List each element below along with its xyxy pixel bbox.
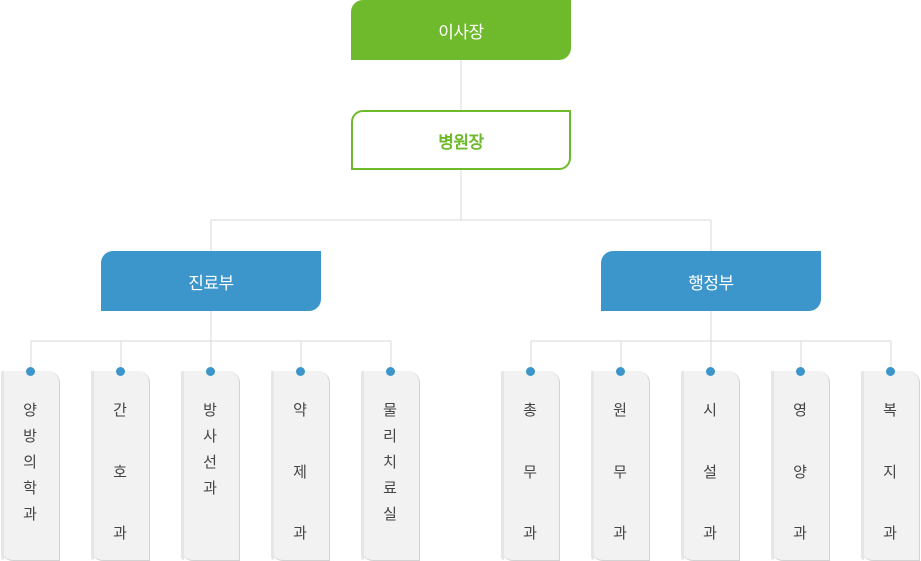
connector-dot xyxy=(616,367,625,376)
unit-label-char: 지 xyxy=(883,462,897,481)
chairman-label: 이사장 xyxy=(438,22,484,43)
unit-label-char: 사 xyxy=(203,427,217,445)
unit-label-char: 무 xyxy=(523,462,537,481)
unit-label-char: 양 xyxy=(23,401,37,419)
unit-label-char: 치 xyxy=(383,453,397,471)
unit-label-char: 료 xyxy=(383,479,397,497)
unit-label-char: 원 xyxy=(613,401,627,419)
unit-label-char: 과 xyxy=(23,505,37,523)
unit-label-char: 과 xyxy=(613,524,627,542)
unit-label-char: 양 xyxy=(793,462,807,481)
unit-label-char: 방 xyxy=(203,401,217,419)
unit-label-char: 약 xyxy=(293,401,307,419)
connector-dot xyxy=(706,367,715,376)
unit-label-char: 과 xyxy=(523,524,537,542)
connector-dot xyxy=(116,367,125,376)
unit-label-char: 선 xyxy=(203,453,217,471)
unit-label-char: 시 xyxy=(703,401,717,419)
unit-label-char: 무 xyxy=(613,462,627,481)
connector-dot xyxy=(526,367,535,376)
unit-label-char: 복 xyxy=(883,401,897,419)
unit-label-char: 과 xyxy=(793,524,807,542)
unit-label-char: 제 xyxy=(293,462,307,481)
connector-dot xyxy=(796,367,805,376)
chairman-box: 이사장 xyxy=(351,0,571,60)
unit-label-char: 간 xyxy=(113,401,127,419)
administration-department-box: 행정부 xyxy=(601,251,821,311)
unit-label-char: 설 xyxy=(703,462,717,481)
director-label: 병원장 xyxy=(438,132,484,153)
connector-dot xyxy=(206,367,215,376)
director-box: 병원장 xyxy=(351,110,571,170)
unit-label-char: 과 xyxy=(883,524,897,542)
unit-label-char: 호 xyxy=(113,462,127,481)
unit-label-char: 총 xyxy=(523,401,537,419)
unit-label-char: 물 xyxy=(383,401,397,419)
unit-label-char: 과 xyxy=(293,524,307,542)
medical-department-label: 진료부 xyxy=(188,273,234,294)
unit-label-char: 리 xyxy=(383,427,397,445)
unit-label-char: 과 xyxy=(113,524,127,542)
connector-dot xyxy=(886,367,895,376)
connector-dot xyxy=(26,367,35,376)
unit-label-char: 방 xyxy=(23,427,37,445)
unit-label-char: 과 xyxy=(203,479,217,497)
unit-label-char: 학 xyxy=(23,479,37,497)
administration-department-label: 행정부 xyxy=(688,273,734,294)
unit-label-char: 의 xyxy=(23,453,37,471)
medical-department-box: 진료부 xyxy=(101,251,321,311)
connector-dot xyxy=(386,367,395,376)
unit-label-char: 과 xyxy=(703,524,717,542)
unit-label-char: 영 xyxy=(793,401,807,419)
unit-label-char: 실 xyxy=(383,505,397,523)
connector-dot xyxy=(296,367,305,376)
